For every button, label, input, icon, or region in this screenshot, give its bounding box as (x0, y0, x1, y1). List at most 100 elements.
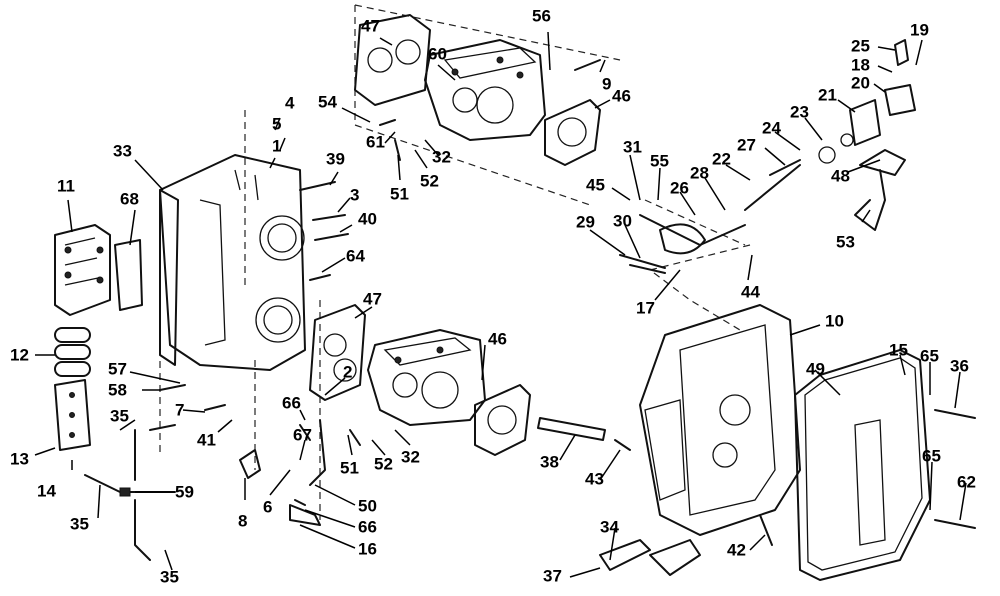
label-26: 26 (670, 178, 689, 197)
label-51-upper: 51 (390, 184, 409, 203)
label-29: 29 (576, 212, 595, 231)
label-56: 56 (532, 6, 551, 25)
cover-49 (794, 349, 931, 581)
part-number-labels: 47 60 56 9 46 54 61 32 51 52 4 5 1 33 39… (10, 6, 976, 586)
label-54: 54 (318, 92, 337, 111)
label-9: 9 (602, 74, 611, 93)
tube-38 (537, 417, 606, 441)
label-46-lower: 46 (488, 329, 507, 348)
label-35-a: 35 (110, 406, 129, 425)
label-28: 28 (690, 163, 709, 182)
label-4: 4 (285, 93, 295, 112)
gasket-47-lower (309, 304, 366, 401)
label-43: 43 (585, 469, 604, 488)
label-21: 21 (818, 85, 837, 104)
throttle-links (239, 419, 326, 526)
label-55: 55 (650, 151, 669, 170)
label-47-lower: 47 (363, 289, 382, 308)
label-32-lower: 32 (401, 447, 420, 466)
label-16: 16 (358, 539, 377, 558)
label-52-lower: 52 (374, 454, 393, 473)
label-19: 19 (910, 20, 929, 39)
label-6: 6 (263, 497, 272, 516)
label-14: 14 (37, 481, 56, 500)
label-57: 57 (108, 359, 127, 378)
gasket-33 (159, 189, 179, 366)
label-20: 20 (851, 73, 870, 92)
reed-petals-12 (54, 327, 91, 377)
label-59: 59 (175, 482, 194, 501)
gasket-68 (114, 239, 143, 311)
label-58: 58 (108, 380, 127, 399)
label-45: 45 (586, 175, 605, 194)
carburetor-lower (367, 329, 486, 426)
label-66-a: 66 (282, 393, 301, 412)
label-41: 41 (197, 430, 216, 449)
label-1: 1 (272, 136, 281, 155)
label-42: 42 (727, 540, 746, 559)
label-64: 64 (346, 246, 365, 265)
carburetor-upper (424, 39, 546, 141)
label-47-upper: 47 (361, 16, 380, 35)
label-53: 53 (836, 232, 855, 251)
label-33: 33 (113, 141, 132, 160)
label-37: 37 (543, 566, 562, 585)
label-39: 39 (326, 149, 345, 168)
label-17: 17 (636, 298, 655, 317)
label-40: 40 (358, 209, 377, 228)
adapter-plate-10 (639, 304, 801, 536)
label-66-b: 66 (358, 517, 377, 536)
label-65-a: 65 (920, 346, 939, 365)
label-18: 18 (851, 55, 870, 74)
label-32-upper: 32 (432, 147, 451, 166)
linkage-parts (619, 159, 801, 274)
gasket-46-upper (544, 99, 601, 166)
label-51-lower: 51 (340, 458, 359, 477)
label-25: 25 (851, 36, 870, 55)
label-38: 38 (540, 452, 559, 471)
label-65-b: 65 (922, 446, 941, 465)
label-15: 15 (889, 340, 908, 359)
label-67: 67 (293, 425, 312, 444)
label-62: 62 (957, 472, 976, 491)
label-35-b: 35 (70, 514, 89, 533)
label-35-c: 35 (160, 567, 179, 586)
label-5: 5 (272, 114, 281, 133)
assembly-dashed-lines (159, 4, 751, 520)
leader-lines (34, 31, 967, 578)
bracket-34-37 (599, 539, 701, 576)
label-49: 49 (806, 359, 825, 378)
label-36: 36 (950, 356, 969, 375)
label-52-upper: 52 (420, 171, 439, 190)
label-11: 11 (57, 176, 75, 195)
gasket-47-upper (354, 14, 431, 106)
reed-plate-11 (54, 224, 111, 316)
label-7: 7 (175, 400, 184, 419)
label-23: 23 (790, 102, 809, 121)
label-24: 24 (762, 118, 781, 137)
label-27: 27 (737, 135, 756, 154)
label-46-upper: 46 (612, 86, 631, 105)
label-34: 34 (600, 517, 619, 536)
label-68: 68 (120, 189, 139, 208)
label-12: 12 (10, 345, 29, 364)
label-61: 61 (366, 132, 385, 151)
intake-manifold (159, 154, 306, 371)
label-31: 31 (623, 137, 642, 156)
label-8: 8 (238, 511, 247, 530)
reed-stop-13 (54, 379, 91, 451)
fuel-pump-parts (818, 39, 916, 231)
label-2: 2 (343, 362, 352, 381)
label-50: 50 (358, 496, 377, 515)
gasket-46-lower (474, 384, 531, 456)
label-22: 22 (712, 149, 731, 168)
label-13: 13 (10, 449, 29, 468)
label-3: 3 (350, 185, 359, 204)
label-10: 10 (825, 311, 844, 330)
label-30: 30 (613, 211, 632, 230)
label-48: 48 (831, 166, 850, 185)
label-60: 60 (428, 44, 447, 63)
fasteners (159, 59, 976, 546)
label-44: 44 (741, 282, 760, 301)
